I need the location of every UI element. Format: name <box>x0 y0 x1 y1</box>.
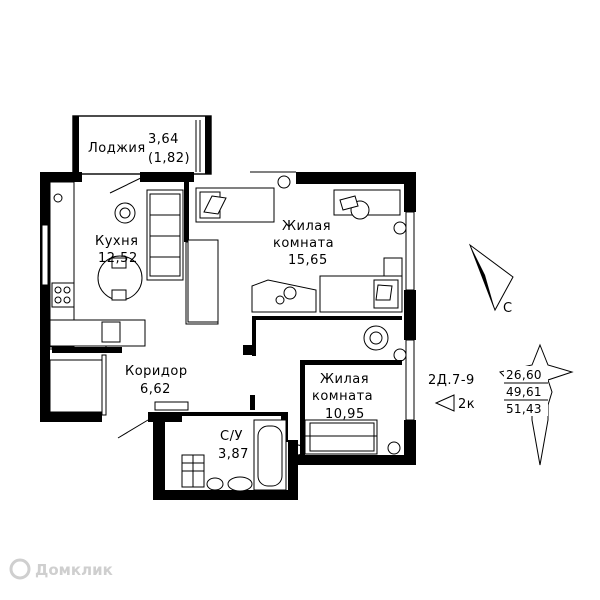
kitchen-label: Кухня 12,52 <box>95 234 138 266</box>
living1-name-line2: комната <box>273 236 334 251</box>
radiator-kitchen <box>52 347 122 353</box>
area-reduced: 51,43 <box>506 402 542 416</box>
living2-furniture <box>292 325 407 456</box>
living1-area: 15,65 <box>288 253 328 268</box>
rooms-count: 2к <box>458 397 475 412</box>
corridor-label: Коридор 6,62 <box>125 364 188 397</box>
watermark-text: Домклик <box>35 561 113 579</box>
loggia-name: Лоджия <box>88 141 146 156</box>
living1-furniture <box>187 171 407 323</box>
apartment-info: 2Д.7-9 2к 26,60 49,61 51,43 <box>428 343 574 466</box>
kitchen-area: 12,52 <box>98 251 138 266</box>
compass: С <box>468 243 514 316</box>
living1-name-line1: Жилая <box>282 219 331 234</box>
apartment-code: 2Д.7-9 <box>428 373 475 388</box>
loggia-area: 3,64 <box>148 132 179 147</box>
outer-walls <box>40 172 416 500</box>
living1-label: Жилая комната 15,65 <box>273 219 334 268</box>
bathroom-name: С/У <box>220 429 243 444</box>
bathroom-area: 3,87 <box>218 447 249 462</box>
loggia-label: Лоджия 3,64 (1,82) <box>88 132 190 166</box>
corridor-area: 6,62 <box>140 382 171 397</box>
loggia-area-reduced: (1,82) <box>148 151 190 166</box>
living-area: 26,60 <box>506 368 542 382</box>
bathroom-label: С/У 3,87 <box>218 429 249 462</box>
kitchen-name: Кухня <box>95 234 138 249</box>
watermark-logo-icon <box>9 558 31 580</box>
living2-name-line2: комната <box>312 389 373 404</box>
total-area: 49,61 <box>506 385 542 399</box>
kitchen-furniture <box>49 175 184 353</box>
corridor-furniture <box>49 359 189 439</box>
corridor-name: Коридор <box>125 364 188 379</box>
watermark: Домклик <box>9 558 113 580</box>
living2-area: 10,95 <box>325 407 365 422</box>
living2-label: Жилая комната 10,95 <box>312 372 373 422</box>
living2-name-line1: Жилая <box>320 372 369 387</box>
compass-north-label: С <box>503 301 513 316</box>
bathroom-fixtures <box>181 419 287 492</box>
